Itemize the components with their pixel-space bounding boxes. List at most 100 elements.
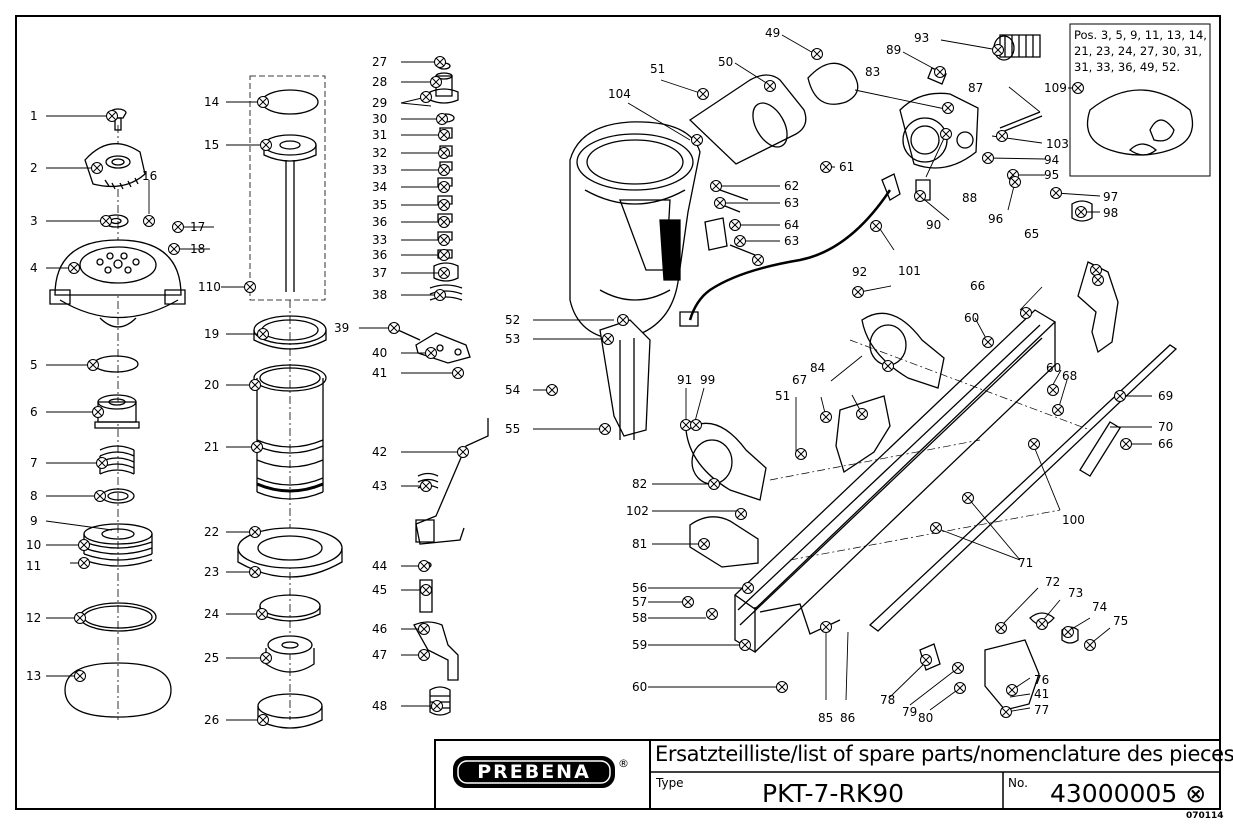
part-label-63b: 63 (784, 234, 799, 248)
part-label-49: 49 (765, 26, 780, 40)
part-label-94: 94 (1044, 153, 1059, 167)
part-label-57: 57 (632, 595, 647, 609)
part-label-41b: 41 (1034, 687, 1049, 701)
brand-logo: PREBENA (477, 761, 591, 783)
part-label-95: 95 (1044, 168, 1059, 182)
part-label-67: 67 (792, 373, 807, 387)
parts-group-trigger-valve (397, 62, 489, 716)
part-label-1: 1 (30, 109, 38, 123)
part-label-30: 30 (372, 112, 387, 126)
part-label-84: 84 (810, 361, 825, 375)
part-label-103: 103 (1046, 137, 1069, 151)
part-label-62: 62 (784, 179, 799, 193)
part-label-82: 82 (632, 477, 647, 491)
part-label-78: 78 (880, 693, 895, 707)
part-label-34: 34 (372, 180, 387, 194)
part-label-65: 65 (1024, 227, 1039, 241)
part-label-60b: 60 (964, 311, 979, 325)
part-label-6: 6 (30, 405, 38, 419)
part-label-60c: 60 (1046, 361, 1061, 375)
part-label-3: 3 (30, 214, 38, 228)
part-label-41a: 41 (372, 366, 387, 380)
leader-lines (45, 34, 1152, 721)
part-label-76: 76 (1034, 673, 1049, 687)
part-label-83: 83 (865, 65, 880, 79)
part-label-68: 68 (1062, 369, 1077, 383)
part-label-7: 7 (30, 456, 38, 470)
part-label-66a: 66 (970, 279, 985, 293)
part-label-63a: 63 (784, 196, 799, 210)
part-label-73: 73 (1068, 586, 1083, 600)
part-label-44: 44 (372, 559, 387, 573)
part-label-18: 18 (190, 242, 205, 256)
part-label-35: 35 (372, 198, 387, 212)
part-label-10: 10 (26, 538, 41, 552)
wear-parts-note: Pos. 3, 5, 9, 11, 13, 14, 21, 23, 24, 27… (1074, 28, 1207, 74)
part-label-23: 23 (204, 565, 219, 579)
part-label-93: 93 (914, 31, 929, 45)
part-label-21: 21 (204, 440, 219, 454)
part-label-86: 86 (840, 711, 855, 725)
part-list-number: 43000005 ⊗ (1050, 779, 1207, 808)
part-label-74: 74 (1092, 600, 1107, 614)
part-label-27: 27 (372, 55, 387, 69)
part-label-39: 39 (334, 321, 349, 335)
part-label-16: 16 (142, 169, 157, 183)
part-label-25: 25 (204, 651, 219, 665)
part-label-92: 92 (852, 265, 867, 279)
part-label-31: 31 (372, 128, 387, 142)
part-label-26: 26 (204, 713, 219, 727)
title-block (434, 739, 1221, 810)
part-label-96: 96 (988, 212, 1003, 226)
part-label-53: 53 (505, 332, 520, 346)
part-label-12: 12 (26, 611, 41, 625)
part-label-87: 87 (968, 81, 983, 95)
part-label-60a: 60 (632, 680, 647, 694)
part-label-99: 99 (700, 373, 715, 387)
parts-group-cap (49, 108, 186, 720)
part-label-79: 79 (902, 705, 917, 719)
part-label-5: 5 (30, 358, 38, 372)
part-label-32: 32 (372, 146, 387, 160)
part-label-15: 15 (204, 138, 219, 152)
part-label-43: 43 (372, 479, 387, 493)
part-label-91: 91 (677, 373, 692, 387)
part-label-72: 72 (1045, 575, 1060, 589)
part-label-40: 40 (372, 346, 387, 360)
part-label-71: 71 (1018, 556, 1033, 570)
part-label-77: 77 (1034, 703, 1049, 717)
parts-group-body (569, 23, 1211, 341)
part-number-labels: 1 2 3 4 5 6 7 8 9 10 11 12 13 16 17 18 1… (26, 26, 1173, 727)
parts-group-cylinder (237, 75, 343, 729)
part-label-81: 81 (632, 537, 647, 551)
sheet-heading: Ersatzteilliste/list of spare parts/nome… (655, 742, 1233, 766)
part-label-104: 104 (608, 87, 631, 101)
part-label-102: 102 (626, 504, 649, 518)
part-label-100: 100 (1062, 513, 1085, 527)
part-label-52: 52 (505, 313, 520, 327)
part-label-45: 45 (372, 583, 387, 597)
part-label-2: 2 (30, 161, 38, 175)
part-label-69: 69 (1158, 389, 1173, 403)
part-label-90: 90 (926, 218, 941, 232)
part-label-110: 110 (198, 280, 221, 294)
part-label-88: 88 (962, 191, 977, 205)
part-label-22: 22 (204, 525, 219, 539)
drawing-code: 070114 (1186, 811, 1224, 821)
part-label-46: 46 (372, 622, 387, 636)
part-label-19: 19 (204, 327, 219, 341)
part-label-101: 101 (898, 264, 921, 278)
part-label-66b: 66 (1158, 437, 1173, 451)
part-label-33a: 33 (372, 163, 387, 177)
part-label-29: 29 (372, 96, 387, 110)
part-label-20: 20 (204, 378, 219, 392)
part-label-51b: 51 (775, 389, 790, 403)
part-label-48: 48 (372, 699, 387, 713)
part-label-80: 80 (918, 711, 933, 725)
part-label-58: 58 (632, 611, 647, 625)
part-label-24: 24 (204, 607, 219, 621)
registered-mark: ® (618, 757, 629, 770)
parts-group-magazine (599, 261, 1178, 711)
